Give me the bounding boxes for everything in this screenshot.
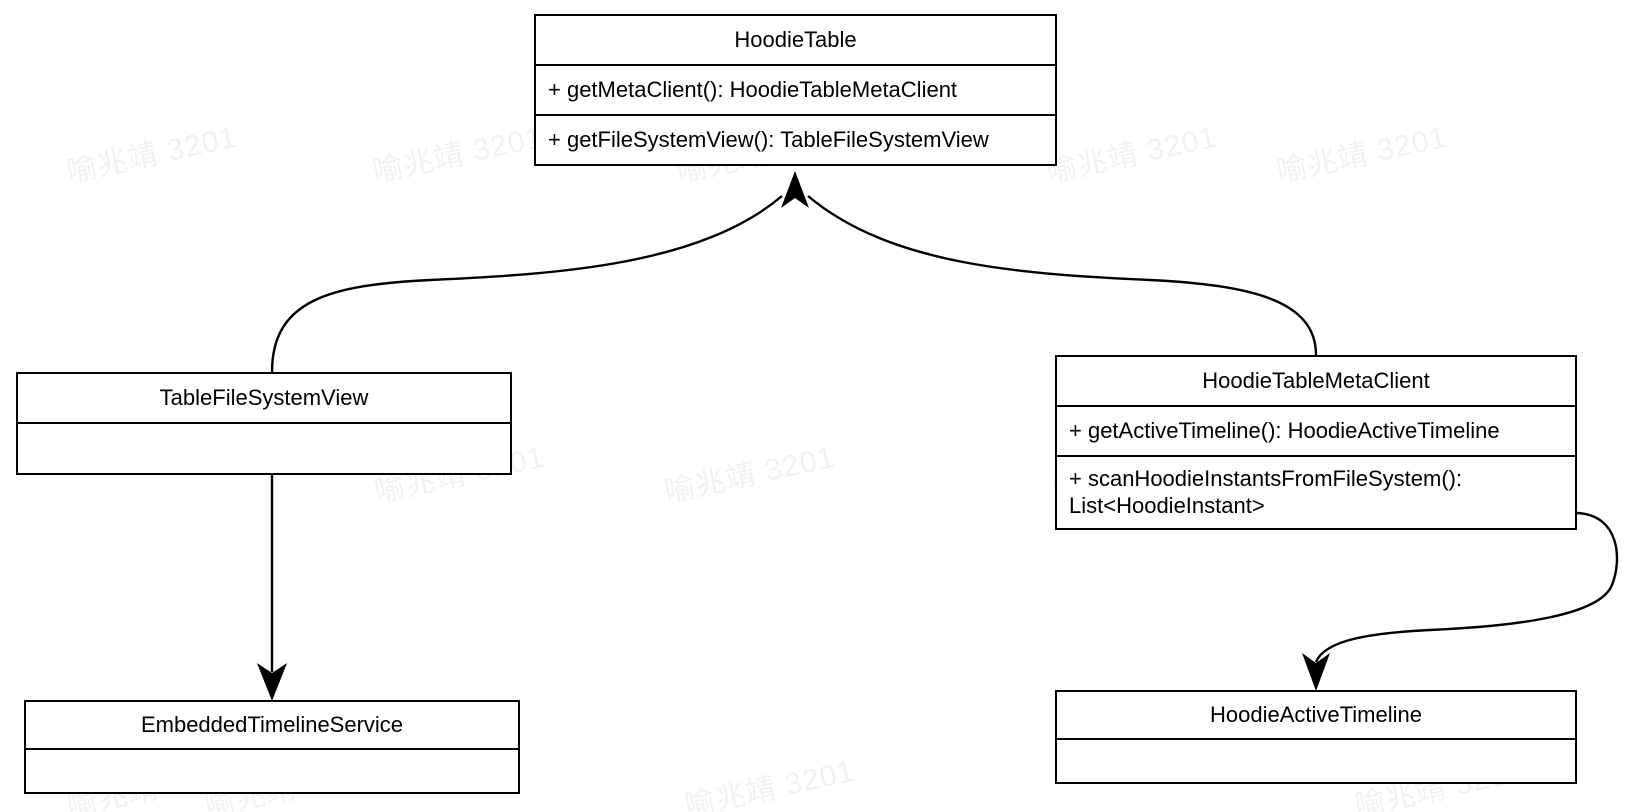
class-box-table-file-system-view[interactable]: TableFileSystemView: [16, 372, 512, 475]
class-box-hoodie-table-meta-client[interactable]: HoodieTableMetaClient + getActiveTimelin…: [1055, 355, 1577, 530]
class-box-hoodie-table[interactable]: HoodieTable + getMetaClient(): HoodieTab…: [534, 14, 1057, 166]
class-title-table-file-system-view: TableFileSystemView: [18, 374, 510, 424]
class-member-hoodie-active-timeline-0: [1057, 740, 1575, 782]
watermark-text: 喻兆靖 3201: [369, 120, 547, 190]
arrowhead-into-embeddedtimelineservice: [257, 663, 287, 701]
class-member-hoodie-table-meta-client-0: + getActiveTimeline(): HoodieActiveTimel…: [1069, 417, 1500, 443]
class-member-embedded-timeline-service-0: [26, 750, 518, 792]
watermark-text: 喻兆靖 3201: [63, 120, 241, 190]
class-title-embedded-timeline-service: EmbeddedTimelineService: [26, 702, 518, 750]
class-title-hoodie-active-timeline: HoodieActiveTimeline: [1057, 692, 1575, 740]
class-member-hoodie-table-1: + getFileSystemView(): TableFileSystemVi…: [536, 114, 1055, 164]
watermark-text: 喻兆靖 3201: [1043, 120, 1221, 190]
edge-metaclient-to-activetimeline: [1314, 511, 1619, 663]
class-member-hoodie-table-0: + getMetaClient(): HoodieTableMetaClient: [548, 76, 958, 102]
arrowhead-into-activetimeline: [1302, 653, 1330, 691]
watermark-text: 喻兆靖 3201: [661, 440, 839, 510]
watermark-text: 喻兆靖 3201: [681, 754, 859, 812]
class-title-hoodie-table-meta-client: HoodieTableMetaClient: [1057, 357, 1575, 407]
watermark-text: 喻兆靖 3201: [1273, 120, 1451, 190]
edge-tablefilesystemview-to-hoodietable: [270, 195, 783, 373]
class-box-embedded-timeline-service[interactable]: EmbeddedTimelineService: [24, 700, 520, 794]
class-box-hoodie-active-timeline[interactable]: HoodieActiveTimeline: [1055, 690, 1577, 784]
class-member-table-file-system-view-0: [18, 424, 510, 473]
class-title-hoodie-table: HoodieTable: [536, 16, 1055, 66]
arrowhead-into-hoodietable: [781, 171, 809, 208]
class-member-hoodie-table-meta-client-1: + scanHoodieInstantsFromFileSystem(): Li…: [1057, 455, 1575, 528]
edge-metaclient-to-hoodietable: [807, 195, 1318, 356]
